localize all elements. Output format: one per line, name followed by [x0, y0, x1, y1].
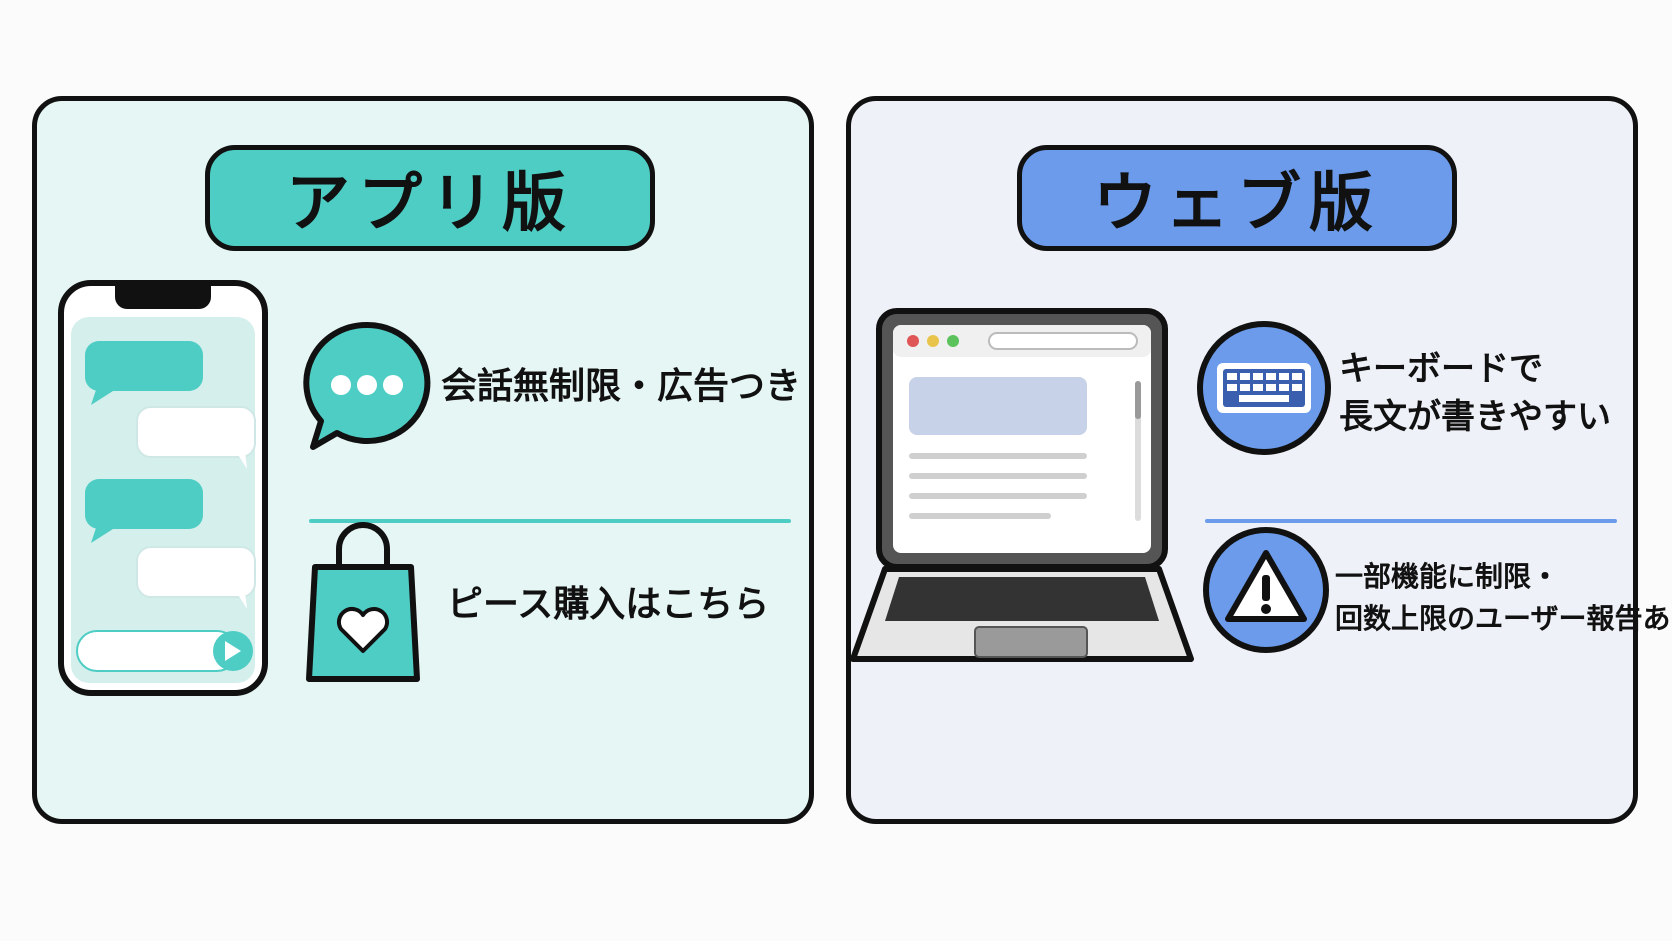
- warning-icon: [1203, 527, 1329, 653]
- web-title: ウェブ版: [1017, 145, 1457, 251]
- keyboard-icon: [1197, 321, 1331, 455]
- app-feature-2-text: ピース購入はこちら: [447, 584, 770, 625]
- web-feature-2-line1: 一部機能に制限・: [1335, 560, 1560, 593]
- web-feature-1-line1: キーボードで: [1339, 349, 1543, 389]
- web-feature-1-line2: 長文が書きやすい: [1339, 397, 1611, 437]
- shopping-bag-icon: [306, 522, 420, 682]
- chat-bubble-icon: [303, 321, 431, 450]
- laptop-illustration: [851, 308, 1194, 662]
- web-feature-2-line2: 回数上限のユーザー報告あり: [1335, 602, 1672, 635]
- web-panel: ウェブ版 キーボードで: [846, 96, 1672, 824]
- web-divider: [1205, 519, 1617, 523]
- app-panel: アプリ版 会話無制限・広告つき ピース購入はこちら: [32, 96, 814, 824]
- smartphone-illustration: [58, 280, 268, 696]
- app-divider: [309, 519, 791, 523]
- app-feature-1-text: 会話無制限・広告つき: [441, 366, 802, 407]
- app-title: アプリ版: [205, 145, 655, 251]
